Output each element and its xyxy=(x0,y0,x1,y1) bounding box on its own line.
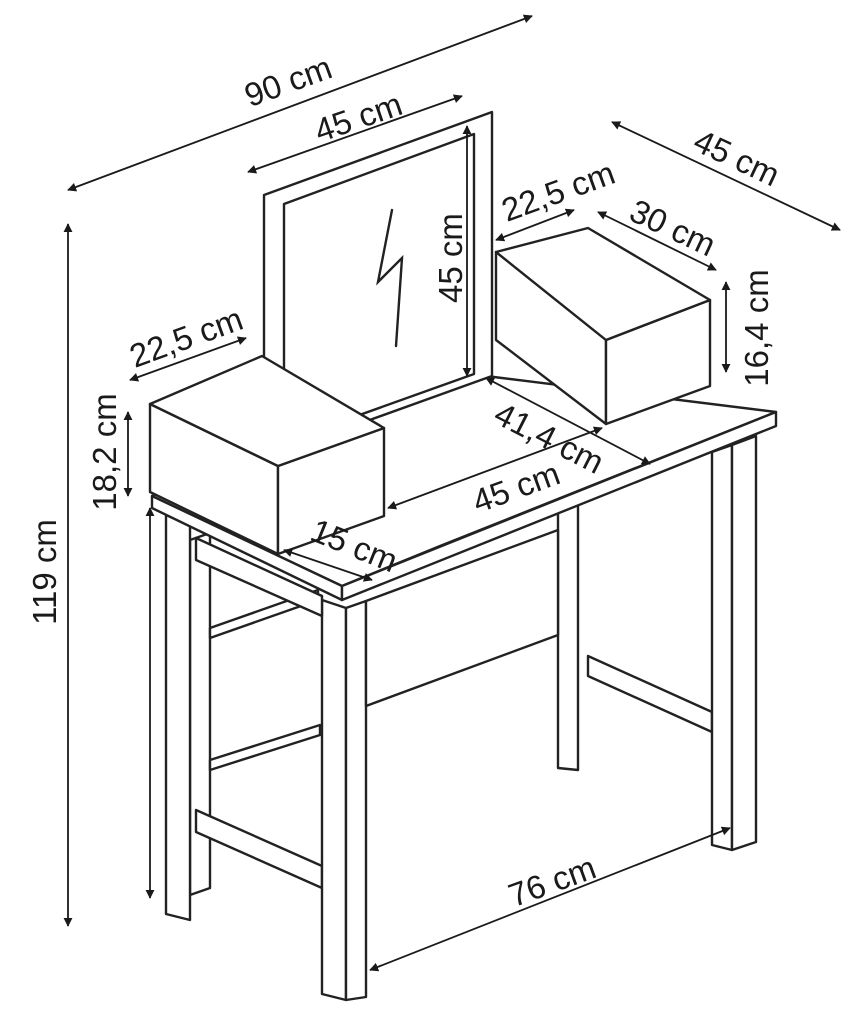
front-leg xyxy=(320,598,348,1002)
label-leg-span: 76 cm xyxy=(504,848,601,914)
left-low-stretcher xyxy=(194,808,324,890)
label-mirror-height: 45 cm xyxy=(432,213,469,303)
label-right-box-offset: 22,5 cm xyxy=(497,154,620,229)
dim-line-left-box-width xyxy=(129,336,247,382)
back-low-stretcher xyxy=(208,723,322,772)
right-front-leg-side xyxy=(730,434,758,852)
label-right-box-height: 16,4 cm xyxy=(738,269,775,386)
dressing-table xyxy=(148,110,778,1002)
label-total-height: 119 cm xyxy=(26,519,63,625)
front-leg-side xyxy=(344,599,368,1002)
front-apron xyxy=(194,536,324,618)
dimension-lines xyxy=(63,14,841,972)
back-right-leg xyxy=(556,498,580,772)
label-left-box-width: 22,5 cm xyxy=(125,300,248,375)
right-front-leg xyxy=(710,443,734,852)
side-apron xyxy=(364,528,560,708)
dim-line-left-box-depth xyxy=(283,548,373,582)
dim-line-inner-depth xyxy=(485,377,651,465)
mirror-reflection-icon xyxy=(376,208,404,348)
dim-line-inner-width xyxy=(387,426,603,510)
dim-line-mirror-width xyxy=(247,94,463,174)
label-left-box-height: 18,2 cm xyxy=(86,393,123,510)
label-total-width: 90 cm xyxy=(240,48,337,114)
label-depth: 45 cm xyxy=(688,122,785,194)
dim-line-right-box-offset xyxy=(495,208,575,242)
dim-line-depth xyxy=(611,121,841,231)
back-left-leg xyxy=(188,531,212,897)
dim-line-leg-span xyxy=(369,826,731,972)
label-right-box-depth: 30 cm xyxy=(624,192,721,264)
right-stretcher xyxy=(586,654,714,734)
left-front-leg xyxy=(164,513,192,922)
dim-line-right-box-depth xyxy=(597,211,717,271)
